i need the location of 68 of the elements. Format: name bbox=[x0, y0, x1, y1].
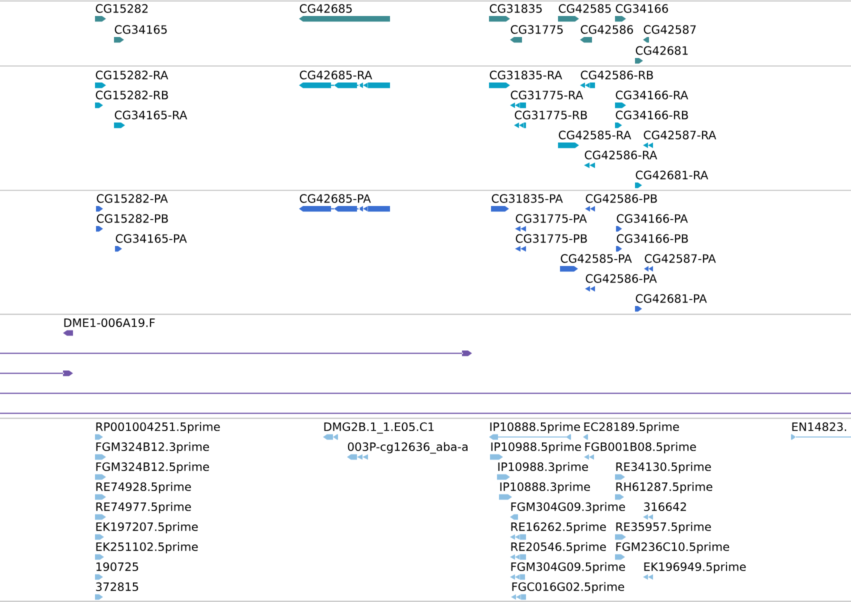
feature-label: IP10988.3prime bbox=[498, 462, 588, 474]
feature-label: CG42685 bbox=[300, 4, 352, 13]
feature-label: CG34166-PA bbox=[616, 214, 688, 223]
feature-label: CG42587-PA bbox=[644, 254, 716, 263]
feature-label: IP10888.5prime bbox=[490, 422, 580, 434]
feature-label: CG31775-RB bbox=[514, 110, 587, 120]
feature-label: CG31775-PA bbox=[516, 214, 587, 223]
feature-label: IP10988.5prime bbox=[491, 442, 581, 454]
feature-label: RE34130.5prime bbox=[616, 462, 711, 474]
feature-label: IP10888.3prime bbox=[500, 482, 590, 494]
feature-label: CG34165-PA bbox=[116, 234, 187, 243]
feature-label: EK197207.5prime bbox=[96, 522, 198, 534]
feature-label: FGB001B08.5prime bbox=[585, 442, 696, 454]
feature-label: CG31835 bbox=[490, 4, 542, 13]
feature-label: 003P-cg12636_aba-a bbox=[348, 442, 468, 454]
feature-label: CG42586 bbox=[580, 25, 633, 34]
feature-label: CG42587-RA bbox=[644, 130, 716, 140]
feature-label: CG42685-RA bbox=[300, 70, 372, 80]
feature-label: RH61287.5prime bbox=[616, 482, 712, 494]
feature-label: RE16262.5prime bbox=[511, 522, 606, 534]
feature-label: DME1-006A19.F bbox=[64, 318, 155, 328]
feature-label: FGM236C10.5prime bbox=[616, 542, 730, 554]
feature-label: CG42586-PB bbox=[586, 194, 657, 203]
feature-label: RE35957.5prime bbox=[616, 522, 711, 534]
feature-label: CG42585-PA bbox=[560, 254, 632, 263]
feature-label: CG34166-PB bbox=[616, 234, 688, 243]
feature-label: CG15282-RA bbox=[96, 70, 168, 80]
feature-label: 316642 bbox=[644, 502, 686, 512]
feature-label: FGC016G02.5prime bbox=[512, 582, 624, 594]
feature-label: CG31835-PA bbox=[492, 194, 563, 203]
feature-label: CG15282-PA bbox=[96, 194, 168, 203]
feature-label: RE20546.5prime bbox=[511, 542, 606, 554]
feature-label: CG31835-RA bbox=[490, 70, 562, 80]
feature-label: CG42681 bbox=[636, 46, 688, 55]
feature-label: CG42585-RA bbox=[558, 130, 632, 140]
feature-label: EC28189.5prime bbox=[584, 422, 679, 434]
feature-label: CG42587 bbox=[644, 25, 696, 34]
feature-label: DMG2B.1_1.E05.C1 bbox=[324, 422, 434, 434]
feature-label: CG42681-RA bbox=[636, 170, 708, 180]
feature-label: FGM324B12.5prime bbox=[96, 462, 209, 474]
feature-label: CG42685-PA bbox=[300, 194, 371, 203]
feature-label: CG31775-RA bbox=[510, 90, 584, 100]
feature-label: CG34166-RA bbox=[616, 90, 688, 100]
feature-label: CG42586-PA bbox=[586, 274, 657, 283]
feature-label: EN14823. bbox=[792, 422, 846, 432]
feature-label: RE74977.5prime bbox=[96, 502, 191, 514]
feature-label: CG31775-PB bbox=[516, 234, 587, 243]
feature-label: CG15282-RB bbox=[96, 90, 168, 100]
feature-label: FGM304G09.3prime bbox=[511, 502, 625, 514]
feature-label: CG42585 bbox=[558, 4, 611, 13]
feature-label: FGM324B12.3prime bbox=[96, 442, 209, 454]
feature-label: CG34165 bbox=[114, 25, 167, 34]
feature-label: CG15282 bbox=[96, 4, 148, 13]
feature-label: CG42681-PA bbox=[636, 294, 707, 303]
feature-label: CG34166 bbox=[616, 4, 668, 13]
feature-label: CG34165-RA bbox=[114, 110, 188, 120]
feature-label: 372815 bbox=[96, 582, 138, 592]
feature-label: CG42586-RA bbox=[584, 150, 658, 160]
feature-label: 190725 bbox=[96, 562, 138, 572]
feature-label: CG15282-PB bbox=[96, 214, 168, 223]
feature-label: RP001004251.5prime bbox=[96, 422, 220, 434]
feature-label: RE74928.5prime bbox=[96, 482, 191, 494]
feature-label: EK251102.5prime bbox=[96, 542, 198, 554]
feature-label: CG31775 bbox=[510, 25, 563, 34]
feature-label: EK196949.5prime bbox=[644, 562, 746, 574]
feature-label: FGM304G09.5prime bbox=[511, 562, 625, 574]
feature-label: CG34166-RB bbox=[616, 110, 688, 120]
feature-label: CG42586-RB bbox=[580, 70, 653, 80]
